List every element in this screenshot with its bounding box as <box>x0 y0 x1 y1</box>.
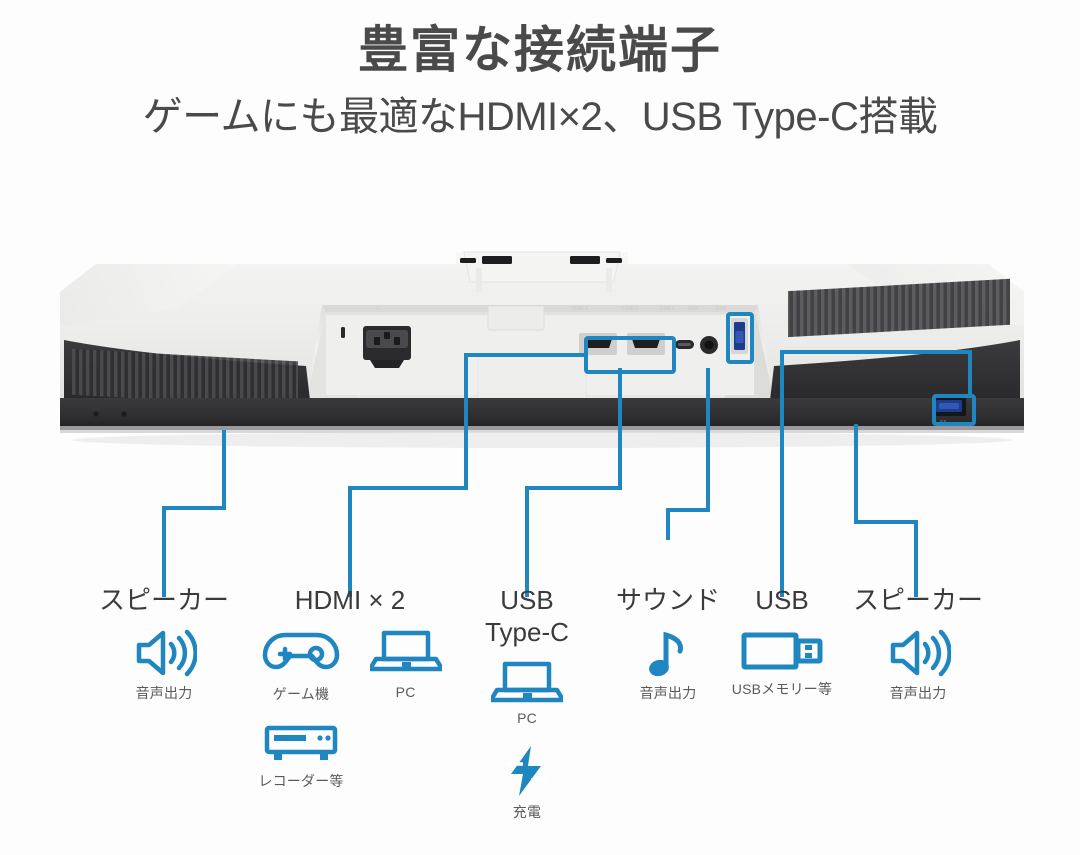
hdmi-source-pc: PC <box>367 625 444 700</box>
callout-labels: スピーカー 音声出力 HDMI × 2 <box>0 575 1080 845</box>
icon-caption: ゲーム機 <box>272 685 330 702</box>
icon-caption: レコーダー等 <box>258 772 344 789</box>
icon-caption: PC <box>517 710 537 727</box>
callout-usb-type-c[interactable]: USB Type-C PC 充電 <box>457 585 597 822</box>
laptop-icon <box>457 656 597 708</box>
hdmi-port-1 <box>579 333 617 355</box>
svg-text:USB-C: USB-C <box>660 306 676 312</box>
svg-text:USB: USB <box>716 306 727 312</box>
callout-title: USB <box>755 585 809 615</box>
callout-hdmi[interactable]: HDMI × 2 ゲーム機 <box>250 585 450 791</box>
leader-speaker-left <box>162 430 226 597</box>
callout-speaker-left[interactable]: スピーカー 音声出力 <box>84 585 244 703</box>
usb-type-c-port <box>675 340 694 349</box>
laptop-icon <box>367 625 444 682</box>
vesa-slot-right <box>570 256 600 264</box>
icon-caption: 充電 <box>512 804 542 821</box>
music-note-icon <box>598 625 738 681</box>
vesa-slot-left <box>482 256 512 264</box>
callout-title: スピーカー <box>852 585 983 615</box>
page-title: 豊富な接続端子 <box>358 22 722 78</box>
callout-title: USB <box>500 585 554 615</box>
svg-text:OUT: OUT <box>688 306 699 312</box>
svg-text:HDMI 2: HDMI 2 <box>621 306 638 312</box>
usb-a-port-rear <box>731 318 748 354</box>
monitor-illustration: ⏻ HDMI 1 HDMI 2 USB-C OUT USB <box>60 251 1024 448</box>
icon-caption: 音声出力 <box>639 684 697 701</box>
icon-caption: 音声出力 <box>135 684 193 701</box>
hdmi-source-gamepad: ゲーム機 レコーダー等 <box>258 625 343 791</box>
icon-caption: USBメモリー等 <box>731 680 833 697</box>
callout-title: サウンド <box>615 585 720 615</box>
bolt-icon <box>457 742 597 800</box>
silkscreen-power: ⏻ <box>376 306 380 312</box>
speaker-vent-right <box>788 278 1010 338</box>
usb-stick-icon <box>712 625 852 677</box>
svg-text:HDMI 1: HDMI 1 <box>571 306 588 312</box>
svg-text:SS←: SS← <box>940 420 952 426</box>
kensington-lock-slot <box>341 327 345 338</box>
callout-speaker-right[interactable]: スピーカー 音声出力 <box>838 585 998 703</box>
hdmi-port-2 <box>627 333 665 355</box>
speaker-vent-left <box>72 348 298 408</box>
callout-usb[interactable]: USB USBメモリー等 <box>712 585 852 699</box>
speaker-icon <box>838 625 998 681</box>
recorder-icon <box>263 722 339 769</box>
callout-sound[interactable]: サウンド 音声出力 <box>598 585 738 703</box>
audio-line-out-jack <box>700 336 718 354</box>
page-subtitle: ゲームにも最適なHDMI×2、USB Type-C搭載 <box>142 95 938 139</box>
gamepad-icon <box>261 625 341 682</box>
icon-caption: 音声出力 <box>889 684 947 701</box>
callout-title: HDMI × 2 <box>294 585 406 615</box>
monitor-bottom-bar <box>60 398 1024 426</box>
monitor-rear-photo: ⏻ HDMI 1 HDMI 2 USB-C OUT USB <box>58 248 1026 453</box>
icon-caption: PC <box>395 683 416 700</box>
callout-title-line2: Type-C <box>485 616 569 647</box>
callout-title: スピーカー <box>98 585 229 615</box>
speaker-icon <box>84 625 244 681</box>
